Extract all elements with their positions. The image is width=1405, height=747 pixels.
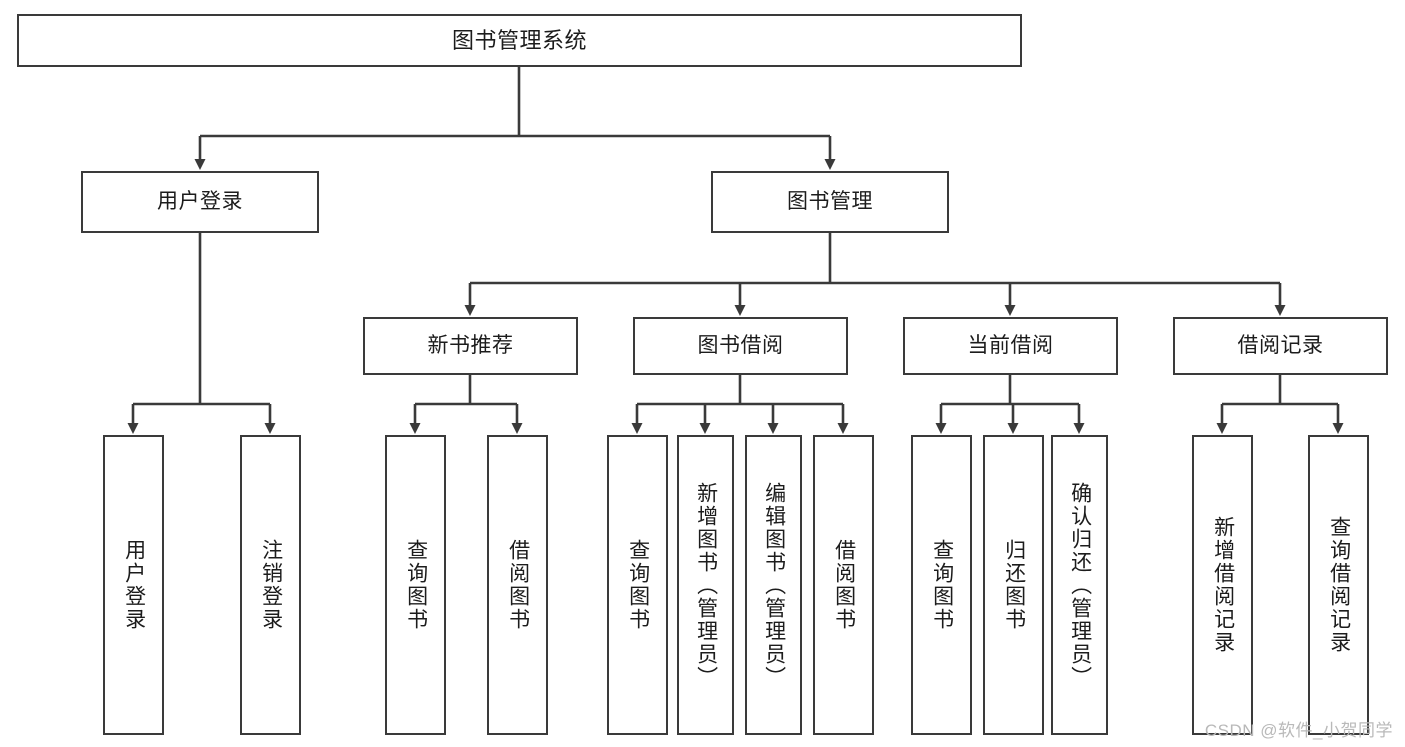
node-label: 用户登录 (122, 539, 146, 631)
node-label: 编辑图书（管理员） (762, 481, 786, 689)
leaf-return-book[interactable]: 归还图书 (983, 435, 1044, 735)
node-label: 确认归还（管理员） (1068, 481, 1092, 689)
node-label: 借阅图书 (832, 539, 856, 631)
node-label: 借阅记录 (1237, 333, 1324, 357)
leaf-query-book-recommend[interactable]: 查询图书 (385, 435, 446, 735)
node-label: 新书推荐 (427, 333, 514, 357)
node-label: 借阅图书 (506, 539, 530, 631)
node-label: 查询图书 (930, 539, 954, 631)
leaf-user-login[interactable]: 用户登录 (103, 435, 164, 735)
leaf-add-borrow-record[interactable]: 新增借阅记录 (1192, 435, 1253, 735)
node-label: 图书管理系统 (451, 27, 587, 53)
leaf-edit-book-admin[interactable]: 编辑图书（管理员） (745, 435, 802, 735)
leaf-confirm-return-admin[interactable]: 确认归还（管理员） (1051, 435, 1108, 735)
node-root[interactable]: 图书管理系统 (17, 14, 1022, 67)
node-label: 当前借阅 (967, 333, 1054, 357)
node-book-manage[interactable]: 图书管理 (711, 171, 949, 233)
node-label: 查询借阅记录 (1327, 516, 1351, 654)
node-label: 新增图书（管理员） (694, 481, 718, 689)
node-label: 查询图书 (404, 539, 428, 631)
node-current-borrow[interactable]: 当前借阅 (903, 317, 1118, 375)
node-book-borrow[interactable]: 图书借阅 (633, 317, 848, 375)
node-label: 注销登录 (259, 539, 283, 631)
node-label: 图书管理 (787, 189, 873, 213)
leaf-borrow-book[interactable]: 借阅图书 (813, 435, 874, 735)
node-user-login[interactable]: 用户登录 (81, 171, 319, 233)
leaf-borrow-book-recommend[interactable]: 借阅图书 (487, 435, 548, 735)
leaf-query-book-borrow[interactable]: 查询图书 (607, 435, 668, 735)
leaf-add-book-admin[interactable]: 新增图书（管理员） (677, 435, 734, 735)
leaf-user-logout[interactable]: 注销登录 (240, 435, 301, 735)
node-label: 用户登录 (157, 189, 243, 213)
leaf-query-borrow-record[interactable]: 查询借阅记录 (1308, 435, 1369, 735)
node-label: 查询图书 (626, 539, 650, 631)
leaf-query-book-current[interactable]: 查询图书 (911, 435, 972, 735)
node-label: 图书借阅 (697, 333, 784, 357)
node-new-book-recommend[interactable]: 新书推荐 (363, 317, 578, 375)
node-borrow-record[interactable]: 借阅记录 (1173, 317, 1388, 375)
node-label: 新增借阅记录 (1211, 516, 1235, 654)
node-label: 归还图书 (1002, 539, 1026, 631)
